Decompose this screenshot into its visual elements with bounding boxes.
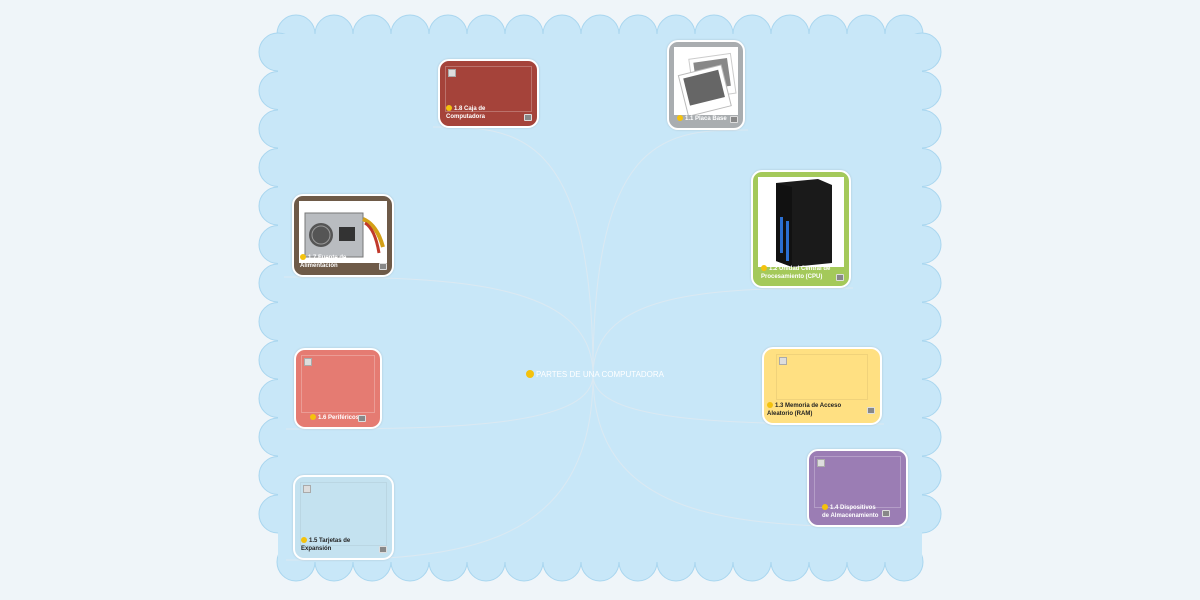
image xyxy=(299,201,387,263)
image xyxy=(758,177,844,267)
note-icon[interactable] xyxy=(836,274,844,281)
smiley-icon xyxy=(310,414,316,420)
topic-label: 1.7 Fuente de Alimentación xyxy=(300,255,347,269)
topic-label: 1.4 Dispositivos de Almacenamiento xyxy=(822,505,879,519)
image-placeholder xyxy=(776,354,868,400)
note-icon[interactable] xyxy=(379,546,387,553)
note-icon[interactable] xyxy=(867,407,875,414)
topic-perifericos[interactable]: 1.6 Periféricos xyxy=(294,348,382,429)
image xyxy=(674,47,738,117)
note-icon[interactable] xyxy=(379,263,387,270)
broken-image-icon xyxy=(303,485,311,493)
image-placeholder xyxy=(301,355,375,413)
note-icon[interactable] xyxy=(524,114,532,121)
connector-line xyxy=(592,129,749,376)
photo-icon xyxy=(677,52,737,117)
note-icon[interactable] xyxy=(730,116,738,123)
image-placeholder xyxy=(814,456,901,508)
smiley-icon xyxy=(446,105,452,111)
broken-image-icon xyxy=(779,357,787,365)
topic-label: 1.8 Caja de Computadora xyxy=(446,106,486,120)
topic-almacenamiento[interactable]: 1.4 Dispositivos de Almacenamiento xyxy=(807,449,908,527)
topic-label: 1.1 Placa Base xyxy=(685,116,727,122)
topic-caja[interactable]: 1.8 Caja de Computadora xyxy=(438,59,539,128)
topic-label: 1.2 Unidad Central de Procesamiento (CPU… xyxy=(761,266,831,280)
broken-image-icon xyxy=(448,69,456,77)
image-placeholder xyxy=(300,482,387,546)
topic-label: 1.5 Tarjetas de Expansión xyxy=(301,538,351,552)
smiley-icon xyxy=(761,265,767,271)
topic-label: 1.6 Periféricos xyxy=(318,415,360,421)
smiley-icon xyxy=(300,254,306,260)
computer-tower-image xyxy=(776,179,832,267)
image-placeholder xyxy=(445,66,532,112)
note-icon[interactable] xyxy=(882,510,890,517)
smiley-icon xyxy=(822,504,828,510)
broken-image-icon xyxy=(304,358,312,366)
topic-ram[interactable]: 1.3 Memoria de Acceso Aleatorio (RAM) xyxy=(762,347,882,425)
topic-placa-base[interactable]: 1.1 Placa Base xyxy=(667,40,745,130)
broken-image-icon xyxy=(817,459,825,467)
smiley-icon xyxy=(526,370,534,378)
central-topic[interactable]: PARTES DE UNA COMPUTADORA xyxy=(526,370,664,379)
smiley-icon xyxy=(767,402,773,408)
note-icon[interactable] xyxy=(358,415,366,422)
power-supply-image xyxy=(304,212,385,258)
smiley-icon xyxy=(301,537,307,543)
smiley-icon xyxy=(677,115,683,121)
topic-cpu[interactable]: 1.2 Unidad Central de Procesamiento (CPU… xyxy=(751,170,851,288)
connector-line xyxy=(592,287,854,376)
topic-label: 1.3 Memoria de Acceso Aleatorio (RAM) xyxy=(767,403,842,417)
topic-tarjetas[interactable]: 1.5 Tarjetas de Expansión xyxy=(293,475,394,560)
connector-line xyxy=(283,276,594,376)
topic-fuente[interactable]: 1.7 Fuente de Alimentación xyxy=(292,194,394,277)
